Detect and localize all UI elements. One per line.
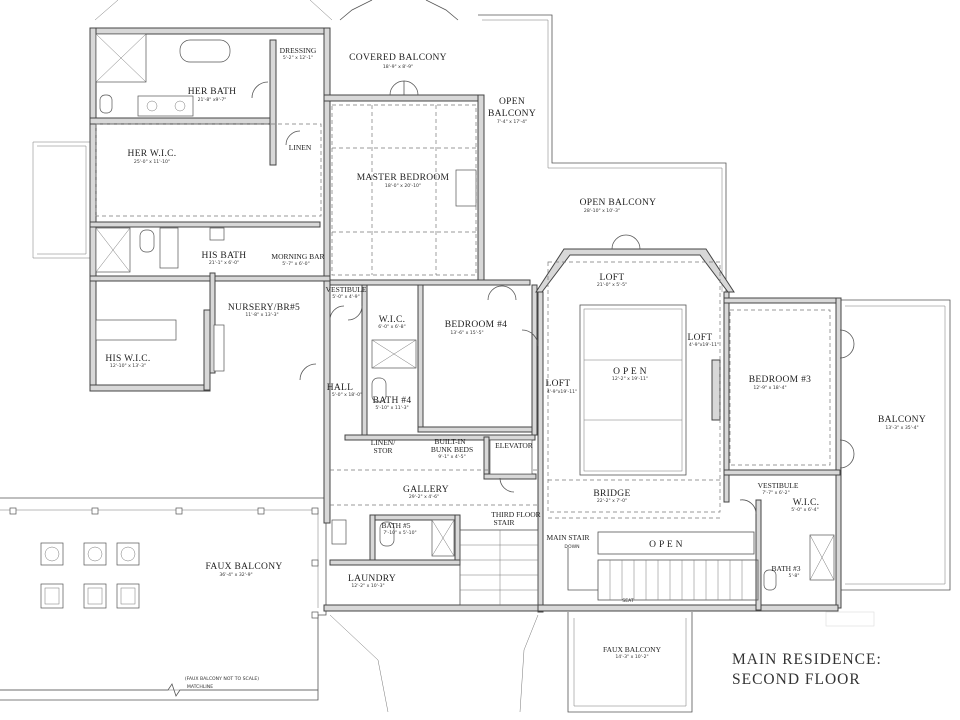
- svg-text:7'-7" x 6'-2": 7'-7" x 6'-2": [762, 490, 789, 496]
- linen-label: LINEN: [289, 143, 312, 152]
- open-balcony-small-label: OPEN: [499, 97, 525, 107]
- svg-text:21'-0" x 5'-5": 21'-0" x 5'-5": [597, 282, 627, 288]
- faux-balcony-area: (FAUX BALCONY NOT TO SCALE) MATCHLINE: [0, 497, 327, 701]
- svg-text:BALCONY: BALCONY: [488, 109, 536, 119]
- seat-label: SEAT: [622, 598, 634, 604]
- planter-grid: [40, 542, 140, 609]
- his-bath-label: HIS BATH: [202, 251, 247, 261]
- elevator-label: ELEVATOR: [495, 441, 533, 450]
- svg-text:5'-8": 5'-8": [789, 573, 800, 579]
- laundry-label: LAUNDRY: [348, 574, 396, 584]
- svg-text:21'-1" x 6'-0": 21'-1" x 6'-0": [209, 260, 239, 266]
- linen-stor-label: LINEN/: [371, 438, 396, 447]
- svg-text:9'-1" x 4'-5": 9'-1" x 4'-5": [438, 454, 465, 460]
- bath5-label: BATH #5: [382, 521, 411, 530]
- svg-text:5'-7" x 6'-0": 5'-7" x 6'-0": [282, 261, 309, 267]
- wic-right-label: W.I.C.: [793, 498, 820, 508]
- faux-note: (FAUX BALCONY NOT TO SCALE): [185, 676, 259, 682]
- svg-text:7'-10" x 5'-10": 7'-10" x 5'-10": [383, 530, 416, 536]
- faux-balcony-small-label: FAUX BALCONY: [603, 645, 662, 654]
- svg-text:4'-9"x19'-11": 4'-9"x19'-11": [547, 389, 577, 395]
- her-wic-label: HER W.I.C.: [128, 149, 177, 159]
- title-line2: SECOND FLOOR: [732, 671, 861, 688]
- porch-outlines: [32, 0, 951, 713]
- stairs: [459, 529, 759, 606]
- his-wic-label: HIS W.I.C.: [105, 354, 150, 364]
- bunk-beds-label: BUILT-IN: [434, 437, 466, 446]
- watermark-logo: [825, 611, 875, 627]
- walls: [89, 27, 842, 613]
- nursery-label: NURSERY/BR#5: [228, 303, 300, 313]
- svg-text:28'-10" x 10'-3": 28'-10" x 10'-3": [584, 208, 620, 214]
- svg-text:5'-0" x 4'-9": 5'-0" x 4'-9": [332, 294, 359, 300]
- bath4-label: BATH #4: [373, 396, 412, 406]
- svg-text:36'-4" x 32'-9": 36'-4" x 32'-9": [219, 572, 252, 578]
- bridge-label: BRIDGE: [593, 489, 630, 499]
- loft-left-label: LOFT: [546, 379, 571, 389]
- svg-text:5'-10" x 11'-3": 5'-10" x 11'-3": [375, 405, 408, 411]
- svg-text:12'-9" x 18'-4": 12'-9" x 18'-4": [753, 385, 786, 391]
- svg-text:29'-2" x 4'-6": 29'-2" x 4'-6": [409, 494, 439, 500]
- her-bath-label: HER BATH: [188, 87, 237, 97]
- vestibule-label: VESTIBULE: [326, 285, 367, 294]
- svg-text:12'-2" x 19'-11": 12'-2" x 19'-11": [612, 376, 648, 382]
- svg-text:13'-6" x 15'-5": 13'-6" x 15'-5": [450, 330, 483, 336]
- svg-text:11'-8" x 13'-3": 11'-8" x 13'-3": [245, 312, 278, 318]
- svg-text:DOWN: DOWN: [564, 544, 579, 550]
- svg-text:25'-0" x 11'-10": 25'-0" x 11'-10": [134, 159, 170, 165]
- gallery-label: GALLERY: [403, 485, 449, 495]
- svg-text:14'-3" x 10'-2": 14'-3" x 10'-2": [615, 654, 648, 660]
- bedroom3-label: BEDROOM #3: [749, 375, 811, 385]
- svg-text:STAIR: STAIR: [493, 518, 514, 527]
- faux-balcony-label: FAUX BALCONY: [205, 562, 282, 572]
- matchline-label: MATCHLINE: [187, 684, 213, 690]
- vestibule2-label: VESTIBULE: [758, 481, 799, 490]
- svg-text:12'-2" x 10'-3": 12'-2" x 10'-3": [351, 583, 384, 589]
- svg-text:6'-0" x 6'-8": 6'-0" x 6'-8": [378, 324, 405, 330]
- open-center-label: O P E N: [613, 367, 647, 377]
- svg-text:18'-0" x 20'-10": 18'-0" x 20'-10": [385, 183, 421, 189]
- balcony-label: BALCONY: [878, 415, 926, 425]
- wic-small-label: W.I.C.: [379, 315, 406, 325]
- svg-text:21'-8" x9'-7": 21'-8" x9'-7": [198, 97, 227, 103]
- loft-top-label: LOFT: [600, 273, 625, 283]
- open-bottom-label: O P E N: [649, 540, 683, 550]
- svg-text:STOR: STOR: [373, 446, 392, 455]
- hall-label: HALL: [327, 383, 354, 393]
- open-balcony-label: OPEN BALCONY: [580, 198, 657, 208]
- covered-balcony-label: COVERED BALCONY: [349, 53, 447, 63]
- svg-text:5'-0" x 18'-0": 5'-0" x 18'-0": [332, 392, 362, 398]
- loft-right-label: LOFT: [688, 333, 713, 343]
- master-bedroom-label: MASTER BEDROOM: [357, 173, 450, 183]
- bedroom4-label: BEDROOM #4: [445, 320, 507, 330]
- dressing-label: DRESSING: [280, 46, 317, 55]
- svg-text:7'-4" x 17'-4": 7'-4" x 17'-4": [497, 119, 527, 125]
- main-stair-label: MAIN STAIR: [547, 533, 590, 542]
- room-labels: COVERED BALCONY 18'-9" x 8'-9" HER BATH …: [105, 46, 926, 660]
- svg-text:5'-0" x 6'-4": 5'-0" x 6'-4": [791, 507, 818, 513]
- third-floor-stair-label: THIRD FLOOR: [491, 510, 540, 519]
- morning-bar-label: MORNING BAR: [271, 252, 324, 261]
- svg-text:4'-9"x19'-11": 4'-9"x19'-11": [689, 342, 719, 348]
- svg-text:5'-2" x 12'-1": 5'-2" x 12'-1": [283, 55, 313, 61]
- svg-text:12'-10" x 13'-3": 12'-10" x 13'-3": [110, 363, 146, 369]
- open-to-below: [579, 304, 687, 476]
- svg-text:18'-9" x 8'-9": 18'-9" x 8'-9": [383, 64, 413, 70]
- title-line1: MAIN RESIDENCE:: [732, 651, 882, 668]
- svg-text:22'-2" x 7'-0": 22'-2" x 7'-0": [597, 498, 627, 504]
- fixtures: [95, 33, 835, 591]
- drawing-title: MAIN RESIDENCE: SECOND FLOOR: [732, 650, 882, 690]
- doors: [251, 80, 855, 515]
- svg-text:BUNK BEDS: BUNK BEDS: [431, 445, 473, 454]
- svg-text:13'-3" x 35'-4": 13'-3" x 35'-4": [885, 425, 918, 431]
- bath3-label: BATH #3: [772, 564, 801, 573]
